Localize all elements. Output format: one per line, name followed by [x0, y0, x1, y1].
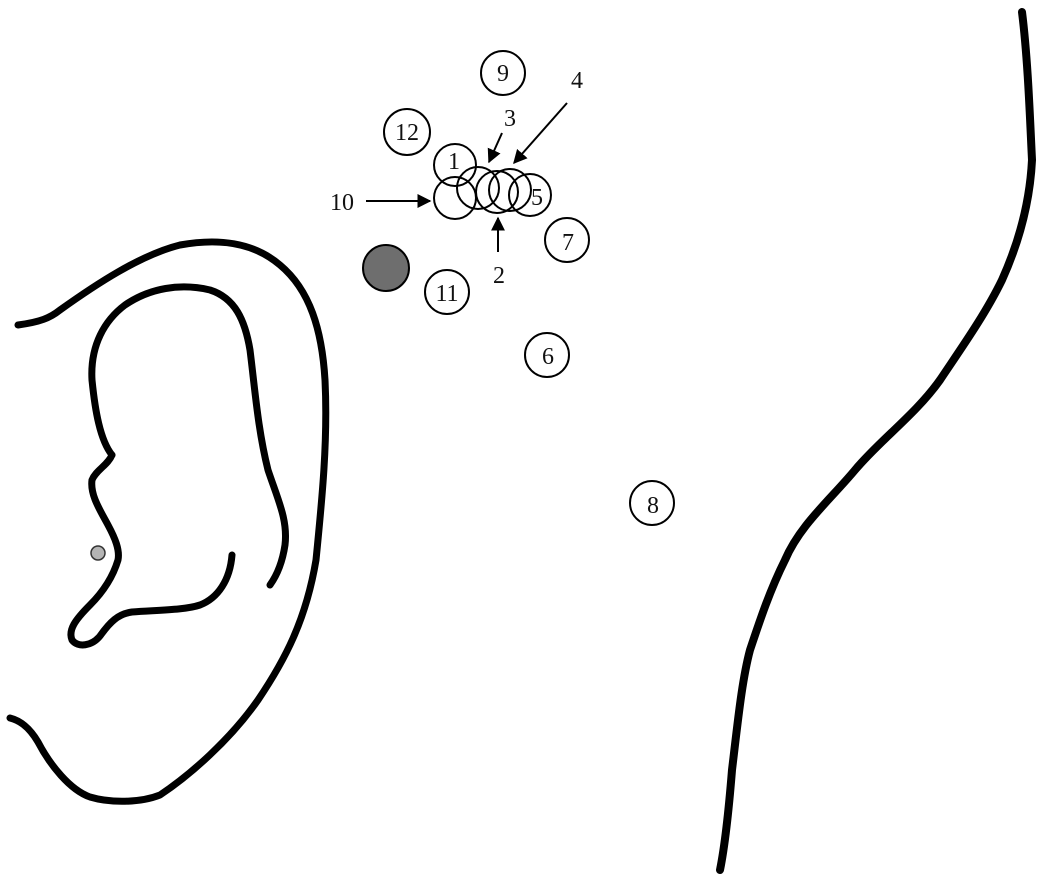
point-4-circle [488, 168, 532, 212]
point-10-circle [433, 176, 477, 220]
callout-4: 4 [513, 68, 583, 165]
point-5-circle [508, 173, 552, 217]
point-2-circle [475, 170, 519, 214]
svg-text:6: 6 [542, 344, 554, 370]
point-12: 12 [383, 108, 431, 156]
neck-contour [716, 8, 1036, 874]
ear-outer-contour [6, 238, 330, 805]
point-8: 8 [629, 480, 675, 526]
ear-concha-contour [67, 451, 236, 649]
reference-point-dark [362, 244, 410, 292]
ear-inner-contour [88, 283, 290, 589]
callout-2: 2 [491, 216, 505, 289]
point-6: 6 [524, 332, 570, 378]
svg-text:12: 12 [395, 120, 419, 146]
point-3-circle [456, 166, 500, 210]
svg-text:11: 11 [435, 281, 458, 307]
point-1-label: 1 [448, 149, 460, 175]
svg-text:3: 3 [504, 106, 516, 132]
point-9: 9 [480, 50, 526, 96]
point-11: 11 [424, 269, 470, 315]
point-5-label: 5 [531, 185, 543, 211]
callout-10: 10 [330, 190, 432, 216]
point-1-circle [433, 143, 477, 187]
point-cluster: 1 5 [433, 143, 552, 220]
svg-text:10: 10 [330, 190, 354, 216]
svg-text:7: 7 [562, 230, 574, 256]
svg-text:2: 2 [493, 263, 505, 289]
svg-text:8: 8 [647, 493, 659, 519]
svg-text:4: 4 [571, 68, 583, 94]
point-7: 7 [544, 217, 590, 263]
svg-text:9: 9 [497, 61, 509, 87]
callout-3: 3 [487, 106, 516, 164]
reference-point-light [90, 545, 106, 561]
